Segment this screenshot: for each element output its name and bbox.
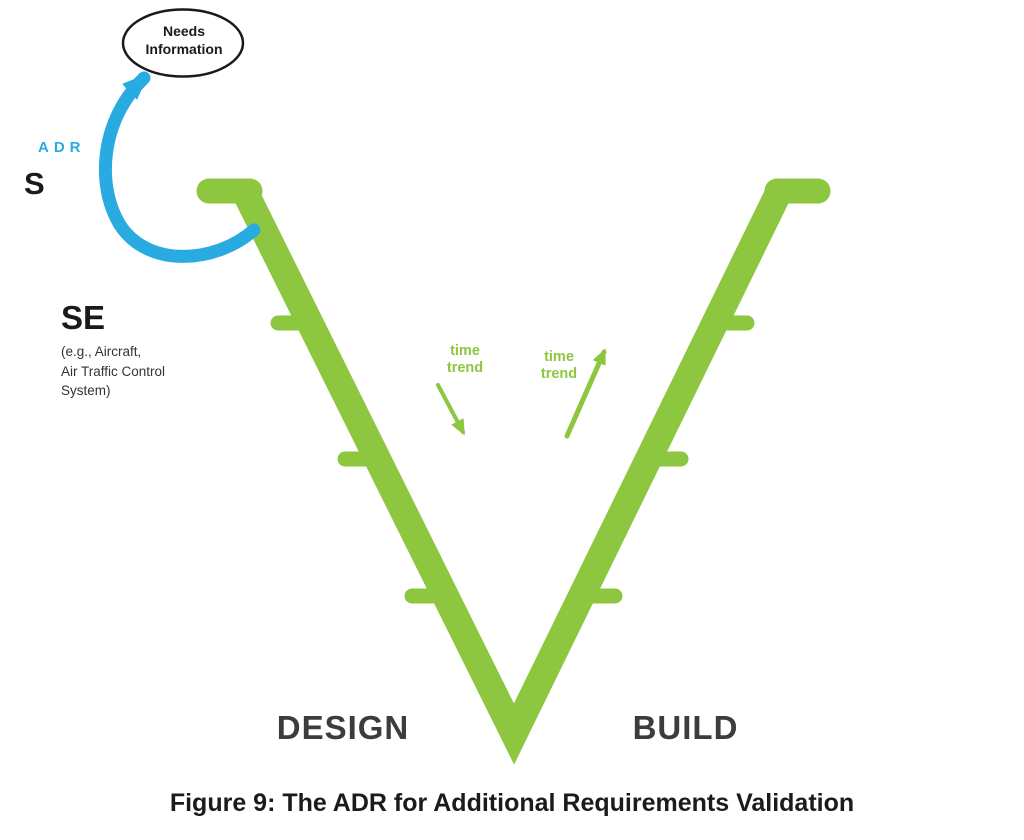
time-trend-left-line2: trend [446, 359, 484, 376]
figure-caption: Figure 9: The ADR for Additional Require… [169, 789, 855, 817]
se-subtitle: (e.g., Aircraft, Air Traffic Control Sys… [61, 342, 261, 401]
needs-information-label: Needs Information [123, 22, 245, 58]
trend-arrow-down-right-icon [436, 383, 465, 436]
build-phase-label: BUILD [632, 709, 739, 746]
se-block: SE (e.g., Aircraft, Air Traffic Control … [61, 299, 261, 401]
v-model-shape [196, 178, 831, 765]
time-trend-right-label: time trend [527, 349, 591, 382]
needs-information-line2: Information [145, 41, 223, 58]
time-trend-left-label: time trend [433, 343, 497, 376]
s-label: S [24, 166, 45, 201]
v-arms [233, 182, 791, 765]
needs-info-bubble [121, 8, 245, 78]
se-subtitle-line1: (e.g., Aircraft, [61, 344, 142, 360]
needs-information-line1: Needs [162, 23, 206, 39]
time-trend-left-line1: time [450, 343, 480, 359]
se-subtitle-line3: System) [61, 383, 111, 399]
se-title: SE [61, 299, 106, 336]
time-trend-right-line2: trend [540, 365, 578, 382]
adr-label: ADR [38, 139, 86, 156]
trend-arrow-up-right-icon [564, 348, 607, 439]
adr-curved-arrow-icon [99, 71, 261, 263]
design-phase-label: DESIGN [276, 709, 410, 746]
se-subtitle-line2: Air Traffic Control [61, 363, 166, 379]
time-trend-right-line1: time [544, 349, 574, 365]
